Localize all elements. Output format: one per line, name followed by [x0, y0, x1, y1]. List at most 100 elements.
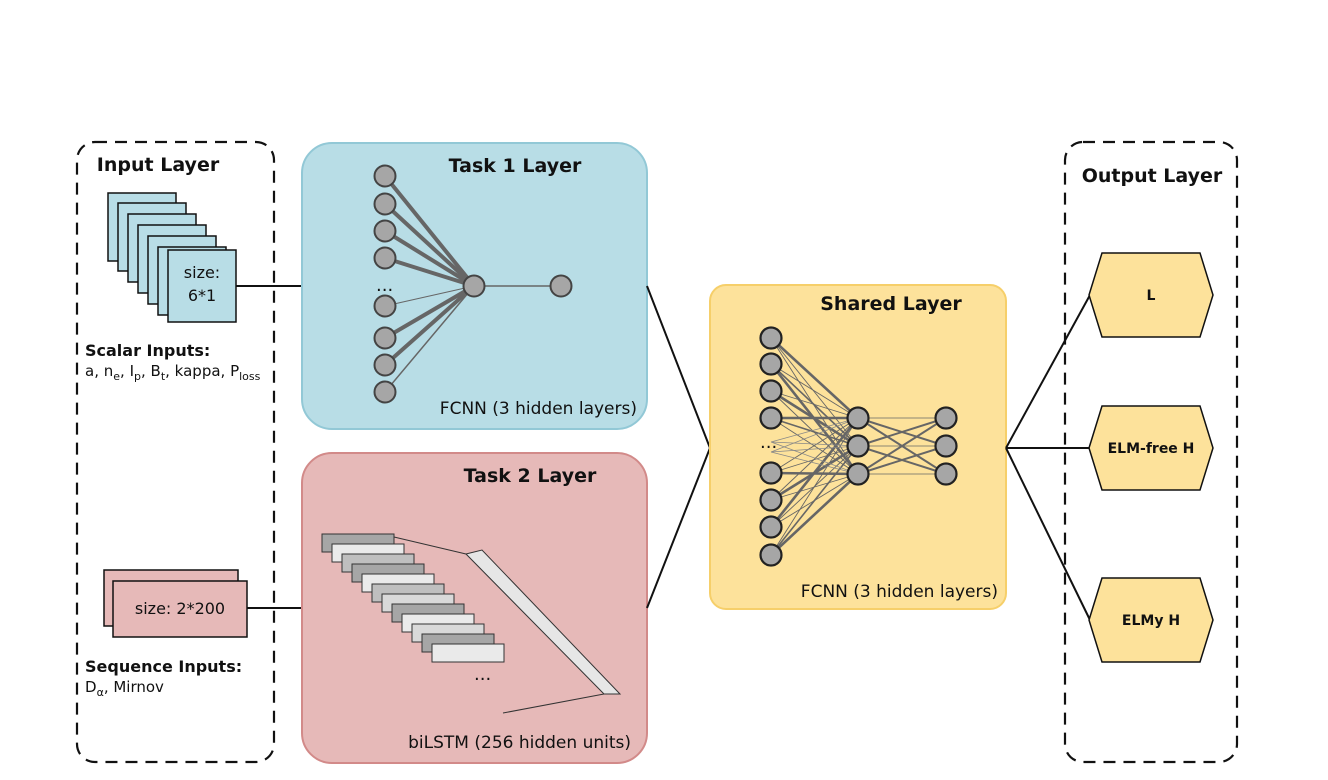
- shared-caption: FCNN (3 hidden layers): [801, 582, 998, 602]
- lstm-projection: [465, 549, 622, 695]
- connector-task2-shared: [646, 447, 711, 609]
- task1-caption: FCNN (3 hidden layers): [440, 399, 637, 419]
- output-node-elm-free-h: ELM-free H: [1088, 405, 1214, 491]
- task2-ellipsis: ...: [474, 664, 491, 685]
- task1-hidden-node: [462, 274, 486, 298]
- task1-input-node: [373, 353, 397, 377]
- output-layer: Output Layer L ELM-free H ELMy H: [1063, 140, 1239, 764]
- task2-caption: biLSTM (256 hidden units): [408, 733, 631, 753]
- input-layer-title: Input Layer: [97, 154, 220, 176]
- scalar-size-box: [167, 249, 237, 323]
- lstm-projection-line: [393, 536, 467, 555]
- shared-hidden-node: [934, 434, 958, 458]
- task2-layer: Task 2 Layer ... biLSTM (256 hidden unit…: [301, 452, 648, 764]
- task1-input-node: [373, 294, 397, 318]
- shared-hidden-node: [846, 406, 870, 430]
- task1-edge: [384, 256, 475, 288]
- output-label-elm-free-h: ELM-free H: [1108, 441, 1195, 457]
- scalar-size-label: size:: [184, 263, 220, 282]
- task1-output-node: [549, 274, 573, 298]
- input-layer-frame: [75, 140, 276, 764]
- shared-input-node: [759, 515, 783, 539]
- output-label-l: L: [1147, 288, 1156, 304]
- task1-ellipsis: ...: [376, 275, 393, 296]
- shared-input-node: [759, 352, 783, 376]
- task1-input-node: [373, 192, 397, 216]
- task2-box: [301, 452, 648, 764]
- shared-edge: [770, 451, 859, 475]
- task1-title: Task 1 Layer: [449, 155, 582, 177]
- scalar-size-value: 6*1: [188, 286, 216, 305]
- shared-edge: [770, 445, 859, 556]
- output-node-elmy-h: ELMy H: [1088, 577, 1214, 663]
- shared-edge: [857, 445, 947, 475]
- shared-edge: [770, 417, 859, 474]
- output-node-l: L: [1088, 252, 1214, 338]
- shared-edge: [770, 363, 859, 419]
- shared-edge: [770, 417, 859, 453]
- shared-network: [759, 326, 958, 567]
- scalar-inputs-title: Scalar Inputs:: [85, 341, 210, 360]
- shared-edge: [770, 417, 859, 443]
- input-layer: Input Layer size: 6*1 Scalar Inputs: a, …: [75, 140, 276, 764]
- sequence-inputs-list: Dα, Mirnov: [85, 678, 164, 699]
- shared-input-node: [759, 379, 783, 403]
- output-layer-frame: [1063, 140, 1239, 764]
- shared-hidden-node: [846, 462, 870, 486]
- task1-edge: [384, 285, 475, 393]
- shared-edge: [770, 473, 859, 556]
- shared-hidden-node: [934, 462, 958, 486]
- shared-layer: Shared Layer ... FCNN (3 hidden layers): [709, 284, 1007, 610]
- shared-input-node: [759, 326, 783, 350]
- shared-input-node: [759, 488, 783, 512]
- task2-title: Task 2 Layer: [464, 465, 597, 487]
- connector-shared-output-elmy: [1005, 447, 1091, 621]
- scalar-inputs-list: a, ne, Ip, Bt, kappa, Ploss: [85, 362, 261, 383]
- sequence-size-box: [112, 580, 248, 638]
- lstm-projection-line: [502, 693, 605, 714]
- task2-lstm-stack: [321, 533, 622, 714]
- scalar-input-stack: size: 6*1: [107, 192, 237, 323]
- task1-edge: [383, 202, 476, 288]
- shared-hidden-node: [934, 406, 958, 430]
- output-layer-title: Output Layer: [1082, 165, 1223, 187]
- task1-input-node: [373, 164, 397, 188]
- task1-network: [373, 164, 573, 404]
- shared-hidden-node: [846, 434, 870, 458]
- shared-edge: [770, 390, 859, 419]
- task1-edge: [383, 284, 476, 367]
- connector-shared-output-l: [1005, 294, 1091, 449]
- task1-edge: [384, 285, 475, 307]
- shared-edge: [770, 417, 859, 556]
- task1-input-node: [373, 326, 397, 350]
- shared-edge: [857, 417, 947, 475]
- shared-title: Shared Layer: [820, 293, 962, 315]
- shared-input-node: [759, 543, 783, 567]
- shared-edge: [770, 445, 859, 453]
- connector-task1-shared: [646, 285, 711, 449]
- sequence-input-stack: size: 2*200: [103, 569, 248, 638]
- task1-layer: Task 1 Layer ... FCNN (3 hidden layers): [301, 142, 648, 430]
- shared-edge: [770, 417, 859, 501]
- shared-edge: [770, 363, 859, 447]
- task1-edge: [383, 284, 476, 340]
- shared-edge: [770, 441, 859, 447]
- lstm-slice: [431, 643, 505, 663]
- shared-edge: [770, 337, 859, 419]
- sequence-inputs-title: Sequence Inputs:: [85, 657, 242, 676]
- task1-edge: [383, 174, 476, 288]
- output-label-elmy-h: ELMy H: [1122, 613, 1180, 629]
- shared-edge: [769, 417, 860, 528]
- task1-input-node: [373, 219, 397, 243]
- task1-input-node: [373, 380, 397, 404]
- sequence-size-label: size: 2*200: [135, 599, 225, 618]
- task1-input-node: [373, 246, 397, 270]
- task1-edge: [383, 229, 476, 288]
- shared-edge: [770, 441, 859, 475]
- shared-input-node: [759, 406, 783, 430]
- shared-edge: [857, 417, 947, 447]
- shared-input-node: [759, 461, 783, 485]
- shared-ellipsis: ...: [760, 432, 777, 453]
- shared-edge: [770, 337, 859, 447]
